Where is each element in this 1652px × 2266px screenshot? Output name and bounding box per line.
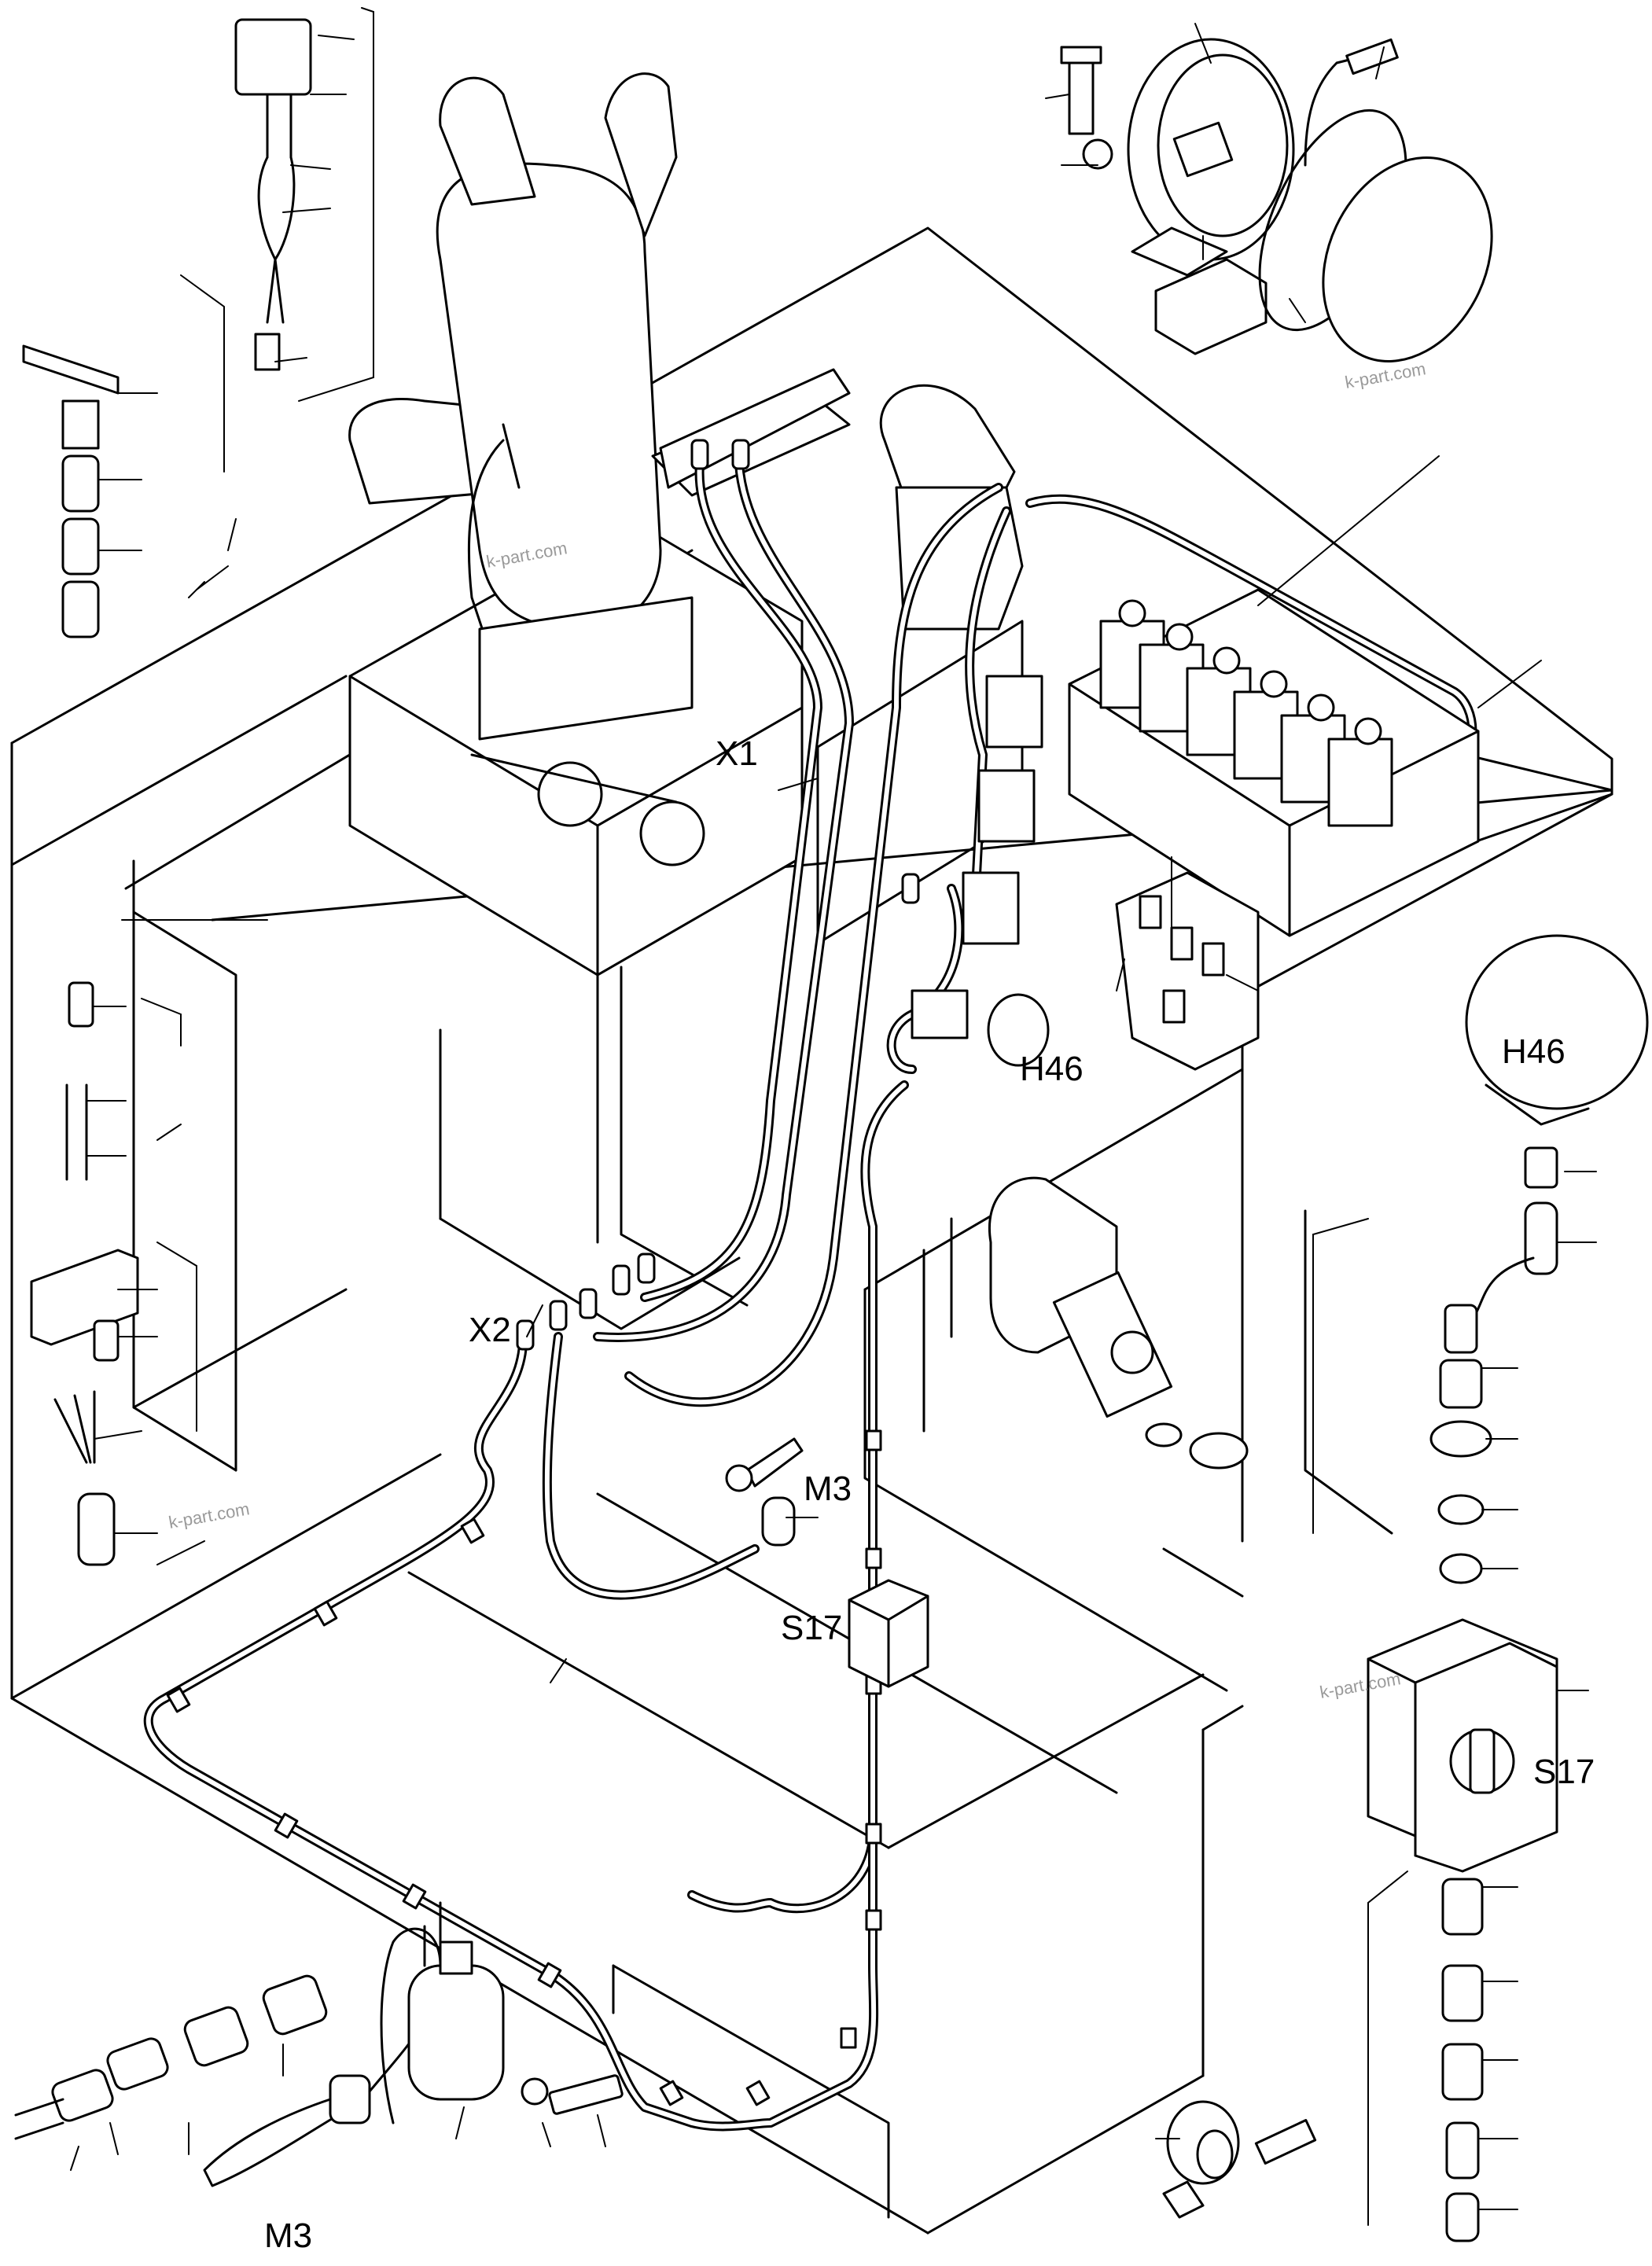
horn-m3-small	[725, 1437, 804, 1547]
horn-h46-large	[1465, 934, 1649, 1126]
switch-s17-exploded	[1367, 1146, 1558, 2242]
horn-h46-small	[987, 993, 1050, 1067]
pressure-switch-block	[1115, 871, 1260, 1071]
label-m3-large: M3	[264, 2216, 312, 2255]
label-h46-small: H46	[1020, 1050, 1084, 1088]
bottom-fittings	[14, 1974, 328, 2140]
watermark: k-part.com	[167, 1499, 252, 1532]
component-labels: X1 X2 H46 H46 M3 M3 S17 S17	[264, 734, 1595, 2255]
beacon-exploded	[1060, 38, 1493, 362]
watermark: k-part.com	[1344, 359, 1428, 392]
operator-seat	[348, 72, 705, 866]
battery-box	[988, 1176, 1249, 1470]
leader-lines	[70, 7, 1597, 2226]
label-m3-small: M3	[804, 1470, 852, 1508]
joystick-console	[651, 368, 1024, 631]
switch-s17-small	[848, 1579, 929, 1688]
harness-clips	[166, 1429, 882, 2106]
relay-group	[911, 675, 1050, 1067]
horn-m3-large	[203, 1901, 624, 2187]
label-h46-large: H46	[1502, 1032, 1566, 1071]
label-s17-large: S17	[1533, 1753, 1595, 1791]
bottom-clamp	[1162, 2100, 1317, 2219]
label-x1: X1	[716, 734, 758, 773]
label-s17-small: S17	[781, 1609, 842, 1647]
plug-ends	[516, 439, 920, 1351]
solenoid-valve-bank	[1068, 588, 1480, 937]
label-x2: X2	[469, 1311, 511, 1349]
cab-frame	[10, 226, 1613, 2235]
